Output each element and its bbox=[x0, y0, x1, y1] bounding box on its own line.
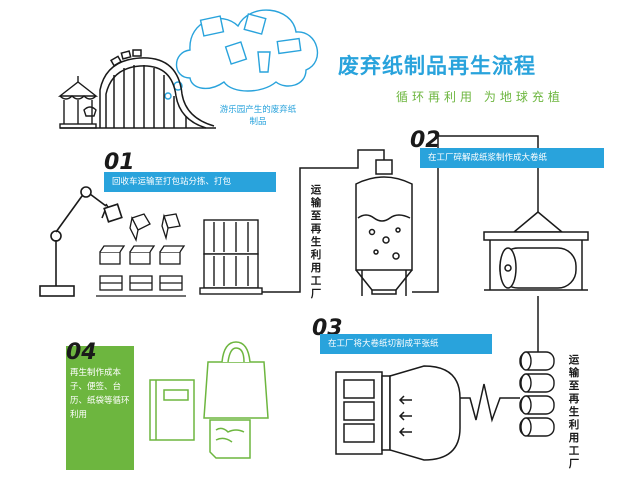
page-subtitle: 循环再利用 为地球充植 bbox=[396, 90, 564, 104]
step-number-04: 04 bbox=[66, 340, 97, 365]
step-banner-02: 在工厂碎解成纸浆制作成大卷纸 bbox=[420, 148, 604, 168]
robot-arm-icon bbox=[39, 186, 123, 297]
step-box-04 bbox=[66, 346, 134, 470]
notebook-icon bbox=[149, 379, 195, 441]
step-text-04: 再生制作成本子、便签、台历、纸袋等循环利用 bbox=[70, 368, 130, 420]
pulper-tank-icon bbox=[355, 159, 413, 296]
step-number-01: 01 bbox=[104, 150, 135, 175]
page-title: 废弃纸制品再生流程 bbox=[338, 54, 536, 78]
paper-roll-machine-icon bbox=[483, 211, 589, 291]
cutter-machine-icon bbox=[335, 365, 461, 461]
paper-bag-icon bbox=[203, 341, 269, 419]
transport-label-1: 运输至再生利用工厂 bbox=[310, 184, 322, 300]
transport-label-2: 运输至再生利用工厂 bbox=[568, 354, 580, 470]
cloud-icon bbox=[164, 9, 319, 100]
sticky-note-icon bbox=[209, 419, 251, 459]
paper-rolls-icon bbox=[519, 351, 555, 437]
step-banner-03: 在工厂将大卷纸切割成平张纸 bbox=[320, 334, 492, 354]
cloud-caption: 游乐园产生的废弃纸制品 bbox=[219, 105, 297, 127]
carousel-icon bbox=[57, 76, 99, 129]
pallet-icon bbox=[199, 219, 263, 295]
paper-box-icon bbox=[96, 213, 186, 297]
step-banner-01: 回收车运输至打包站分拣、打包 bbox=[104, 172, 276, 192]
